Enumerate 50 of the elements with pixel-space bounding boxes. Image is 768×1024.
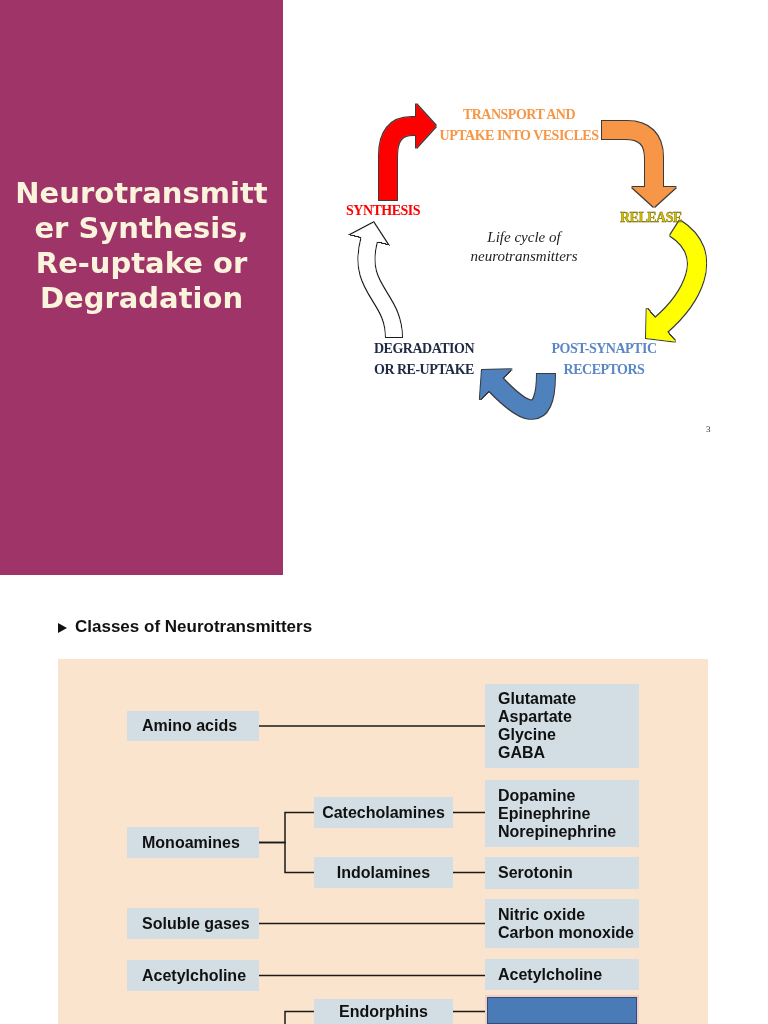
subcategory-label: Catecholamines: [322, 803, 445, 822]
neurotransmitter-label: Norepinephrine: [498, 822, 617, 841]
category-label: Soluble gases: [142, 914, 250, 933]
section-heading: Classes of Neurotransmitters: [75, 617, 313, 637]
neurotransmitter-label: Carbon monoxide: [498, 923, 634, 942]
examples-box: [485, 857, 639, 889]
page-number: 3: [706, 424, 711, 435]
subcategory-label: Endorphins: [339, 1003, 428, 1021]
subcategory-box: [314, 857, 453, 888]
filled-box: [487, 997, 637, 1024]
category-label: Acetylcholine: [142, 966, 247, 985]
category-box: [127, 711, 259, 741]
connector-line: [258, 922, 486, 925]
neurotransmitter-label: Acetylcholine: [498, 965, 603, 984]
slide-title: Neurotransmitter Synthesis, Re-uptake or Degradation: [14, 176, 269, 316]
examples-box: [485, 899, 639, 948]
curved-arrow: [480, 369, 555, 419]
neurotransmitter-label: Epinephrine: [498, 804, 591, 823]
category-box: [127, 827, 259, 858]
connector-line: [258, 974, 486, 977]
examples-box: [485, 959, 639, 990]
category-box: [127, 960, 259, 991]
category-box: [127, 908, 259, 939]
stage-label: POST-SYNAPTIC RECEPTORS: [546, 338, 662, 380]
neurotransmitter-label: Serotonin: [498, 864, 573, 882]
category-label: Monoamines: [142, 833, 240, 852]
cycle-caption: Life cycle of neurotransmitters: [469, 228, 579, 266]
stage-label: TRANSPORT AND UPTAKE INTO VESICLES: [436, 104, 602, 146]
neurotransmitter-label: Nitric oxide: [498, 905, 586, 924]
stage-label: DEGRADATION OR RE-UPTAKE: [374, 338, 482, 380]
connector-line: [452, 1010, 488, 1013]
neurotransmitter-label: Dopamine: [498, 786, 576, 805]
neurotransmitter-label: Glycine: [498, 726, 556, 744]
connector-line: [452, 811, 486, 814]
connector-line: [258, 841, 315, 874]
category-label: Amino acids: [142, 717, 238, 735]
neurotransmitter-label: GABA: [498, 744, 546, 762]
subcategory-box: [314, 999, 453, 1024]
subcategory-box: [314, 797, 453, 828]
subcategory-label: Indolamines: [336, 863, 431, 882]
examples-box: [485, 780, 639, 847]
examples-box: [485, 684, 639, 768]
stage-label: RELEASE: [620, 207, 682, 228]
curved-arrow: [347, 220, 403, 339]
neurotransmitter-label: Aspartate: [498, 708, 572, 726]
connector-line: [452, 871, 486, 874]
connector-line: [258, 725, 486, 727]
stage-label: SYNTHESIS: [346, 200, 421, 221]
neurotransmitter-label: Glutamate: [498, 690, 577, 708]
connector-line: [284, 1010, 315, 1024]
